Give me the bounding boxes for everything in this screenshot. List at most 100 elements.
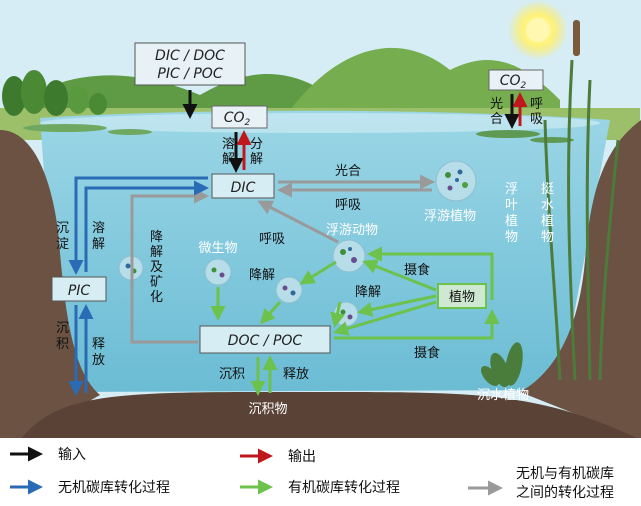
dissolve-left-2: 解 [92,237,105,252]
trees-left [2,70,107,116]
precipitation-2: 淀 [56,237,69,252]
respiration-inner: 呼吸 [259,232,285,247]
co2-lake-subscript: 2 [245,118,251,128]
degradation-5: 化 [150,290,163,305]
photosynthesis-right-2: 合 [490,112,503,127]
sun-core [526,18,550,42]
decompose-top-2: 解 [250,152,263,167]
phyto-feeding-arrow [367,246,494,300]
dissolution-arrow [84,180,209,272]
floating-leaf [108,129,152,135]
degradation-3: 及 [150,260,163,275]
degradation-1: 降 [150,230,163,245]
sediment-bed [20,391,641,440]
degrade-1: 降解 [249,268,275,283]
emergent-1: 挺 [541,182,554,197]
microbe-icon [204,258,232,286]
plant-to-doc-arrow [333,300,437,336]
lake-surface [40,113,600,133]
respiration-mid: 呼吸 [335,198,361,213]
input-box: DIC / DOC PIC / POC [134,42,246,86]
zooplankton-label: 浮游动物 [326,223,378,238]
deposition-left-2: 积 [56,337,69,352]
respiration-right-2: 吸 [530,112,543,127]
legend-between-line1: 无机与有机碳库 [516,466,614,482]
microbe-doc-arrow [330,301,345,328]
respiration-right-1: 呼 [530,97,543,112]
floating-leaf [23,124,107,132]
feeding-2: 摄食 [414,345,440,361]
photosynthesis-right-1: 光 [490,97,503,112]
floating-leaf-3: 植 [505,214,518,229]
dic-label: DIC [231,180,256,196]
phytoplankton-icon [435,160,477,202]
feeding-arrow [362,259,437,292]
emergent-2: 水 [541,198,554,213]
degradation-4: 矿 [150,275,163,290]
dissolve-top-2: 解 [222,152,235,167]
cattail-head [573,20,580,56]
plant-degrade-arrow [357,294,437,317]
precipitation-1: 沉 [56,221,69,236]
zoo-respiration-arrow [257,200,339,244]
labels: 溶 解 分 解 光 合 呼 吸 光合 呼吸 浮游植物 沉 淀 溶 解 沉 积 释… [56,97,554,417]
co2-lake-box: CO2 [211,105,268,129]
legend-organic-label: 有机碳库转化过程 [288,480,400,496]
microbes-label: 微生物 [198,241,237,256]
submerged-plants-label: 沉水植物 [477,388,529,403]
precipitation-arrow [68,176,208,275]
degrade-2: 降解 [355,285,381,300]
zooplankton-icon [332,239,366,273]
degradation-2: 解 [150,245,163,260]
decompose-top-1: 分 [250,137,263,152]
legend-between-line2: 之间的转化过程 [516,485,614,501]
doc-poc-box: DOC / POC [199,325,331,354]
dic-box: DIC [211,173,275,199]
co2-right-box: CO2 [488,69,544,91]
dissolve-top-1: 溶 [222,137,235,152]
phytoplankton-label: 浮游植物 [424,209,476,224]
floating-leaf-4: 物 [505,230,518,245]
doc-poc-label: DOC / POC [228,333,303,349]
input-box-line1: DIC / DOC [155,48,225,64]
plants-label: 植物 [449,290,475,305]
svg-text:CO2: CO2 [224,110,251,128]
legend-inorganic-label: 无机碳库转化过程 [58,480,170,496]
input-box-line2: PIC / POC [157,66,222,82]
release-left-1: 释 [92,337,105,352]
dissolve-left-1: 溶 [92,221,105,236]
feeding-1: 摄食 [404,262,430,278]
svg-text:CO2: CO2 [500,73,527,91]
deposition-bottom: 沉积 [219,367,245,382]
emergent-3: 植 [541,214,554,229]
co2-right-subscript: 2 [521,81,527,91]
photosynthesis-mid: 光合 [335,164,361,179]
submerged-plant-icon [481,342,523,388]
release-left-2: 放 [92,353,105,368]
pic-box: PIC [51,276,107,302]
floating-leaf-2: 叶 [505,198,518,213]
deposition-left-1: 沉 [56,321,69,336]
legend-output-label: 输出 [288,449,316,465]
microbe-icon [275,276,303,304]
legend-background [0,438,641,506]
legend: 输入 输出 无机碳库转化过程 有机碳库转化过程 无机与有机碳库 之间的转化过程 [10,446,614,501]
plants-box: 植物 [437,283,487,309]
emergent-4: 物 [541,230,554,245]
legend-input-label: 输入 [58,447,86,463]
degrade-to-doc-arrow [259,300,282,325]
floating-leaf-1: 浮 [505,182,518,197]
pic-label: PIC [68,283,91,299]
mineralization-arrow [130,188,209,344]
release-bottom: 释放 [283,367,309,382]
arrows [68,90,528,396]
zoo-degrade-arrow [299,260,337,285]
floating-leaf [476,130,540,138]
floating-leaf [530,137,574,143]
co2-right-label: CO [500,73,521,89]
doc-feeding-arrow [334,309,500,340]
reed-plants-icon [543,59,620,381]
co2-lake-label: CO [224,110,245,126]
